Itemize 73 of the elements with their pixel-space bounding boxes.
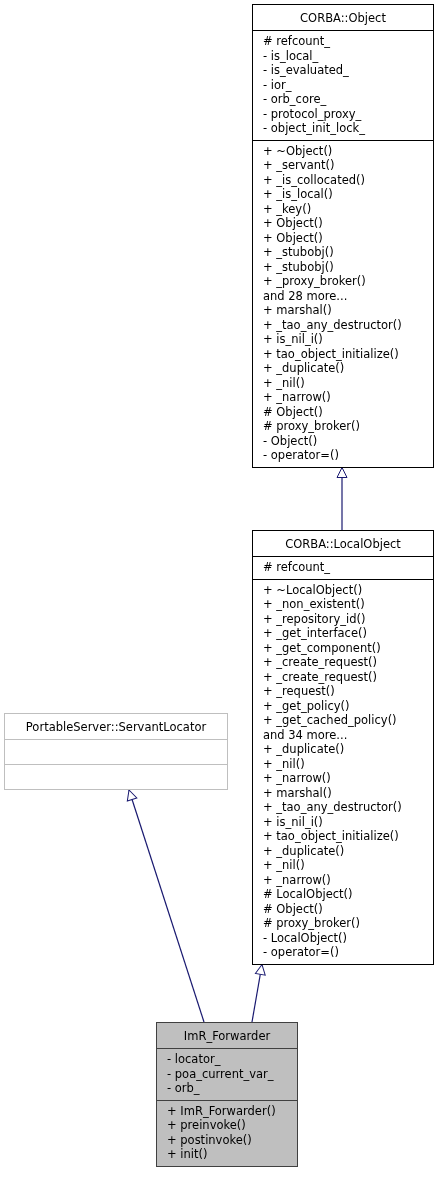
member-text: + marshal() <box>263 785 333 800</box>
inheritance-arrow <box>251 963 266 1023</box>
class-name: ImR_Forwarder <box>182 1028 272 1045</box>
member-text: # proxy_broker() <box>263 419 361 434</box>
member-text: + is_nil_i() <box>263 814 324 829</box>
member-text: - orb_ <box>167 1081 201 1096</box>
member-text: + _stubobj() <box>263 259 335 274</box>
member-text: - orb_core_ <box>263 92 328 107</box>
class-name: PortableServer::ServantLocator <box>24 719 208 736</box>
member-text: - poa_current_var_ <box>167 1066 275 1081</box>
member-text: - Object() <box>263 433 319 448</box>
member-text: + _tao_any_destructor() <box>263 800 403 815</box>
member-text: + _non_existent() <box>263 597 366 612</box>
member-text: + _narrow() <box>263 872 332 887</box>
member-text: + preinvoke() <box>167 1118 247 1133</box>
inheritance-arrow <box>126 789 205 1023</box>
member-text: + _proxy_broker() <box>263 274 367 289</box>
member-text: + _get_component() <box>263 640 382 655</box>
class-box <box>156 1022 298 1167</box>
member-text: + _is_local() <box>263 187 334 202</box>
class-box <box>252 4 434 468</box>
member-text: - operator=() <box>263 945 340 960</box>
member-text: + ImR_Forwarder() <box>167 1103 277 1118</box>
member-text: + _nil() <box>263 858 306 873</box>
member-text: - is_local_ <box>263 48 320 63</box>
member-text: - locator_ <box>167 1052 222 1067</box>
member-text: + tao_object_initialize() <box>263 346 400 361</box>
member-text: + _get_interface() <box>263 626 368 641</box>
member-text: + _get_cached_policy() <box>263 713 398 728</box>
member-text: + postinvoke() <box>167 1132 253 1147</box>
member-text: + _create_request() <box>263 669 378 684</box>
member-text: + marshal() <box>263 303 333 318</box>
member-text: + ~LocalObject() <box>263 582 364 597</box>
member-text: and 28 more... <box>263 288 349 303</box>
member-text: + _duplicate() <box>263 843 346 858</box>
member-text: - is_evaluated_ <box>263 63 350 78</box>
member-text: + _request() <box>263 684 336 699</box>
member-text: - protocol_proxy_ <box>263 106 363 121</box>
member-text: # refcount_ <box>263 560 332 575</box>
inheritance-arrow <box>336 466 348 531</box>
member-text: # LocalObject() <box>263 887 354 902</box>
class-name: CORBA::Object <box>299 10 387 27</box>
member-text: - operator=() <box>263 448 340 463</box>
member-text: + _get_policy() <box>263 698 351 713</box>
member-text: + _create_request() <box>263 655 378 670</box>
member-text: + tao_object_initialize() <box>263 829 400 844</box>
member-text: # Object() <box>263 404 324 419</box>
class-box <box>4 713 228 790</box>
member-text: + _servant() <box>263 158 336 173</box>
member-text: - LocalObject() <box>263 930 349 945</box>
member-text: + _nil() <box>263 756 306 771</box>
member-text: # Object() <box>263 901 324 916</box>
member-text: + _repository_id() <box>263 611 367 626</box>
member-text: + is_nil_i() <box>263 332 324 347</box>
member-text: - object_init_lock_ <box>263 121 366 136</box>
member-text: + Object() <box>263 216 324 231</box>
member-text: # refcount_ <box>263 34 332 49</box>
member-text: # proxy_broker() <box>263 916 361 931</box>
member-text: + init() <box>167 1147 209 1162</box>
class-name: CORBA::LocalObject <box>284 536 402 553</box>
member-text: + _duplicate() <box>263 742 346 757</box>
member-text: + _narrow() <box>263 390 332 405</box>
member-text: and 34 more... <box>263 727 349 742</box>
member-text: + _nil() <box>263 375 306 390</box>
member-text: + ~Object() <box>263 143 334 158</box>
member-text: + _stubobj() <box>263 245 335 260</box>
member-text: + _key() <box>263 201 313 216</box>
member-text: + _tao_any_destructor() <box>263 317 403 332</box>
member-text: + _narrow() <box>263 771 332 786</box>
member-text: + _is_collocated() <box>263 172 366 187</box>
member-text: + Object() <box>263 230 324 245</box>
member-text: + _duplicate() <box>263 361 346 376</box>
member-text: - ior_ <box>263 77 293 92</box>
